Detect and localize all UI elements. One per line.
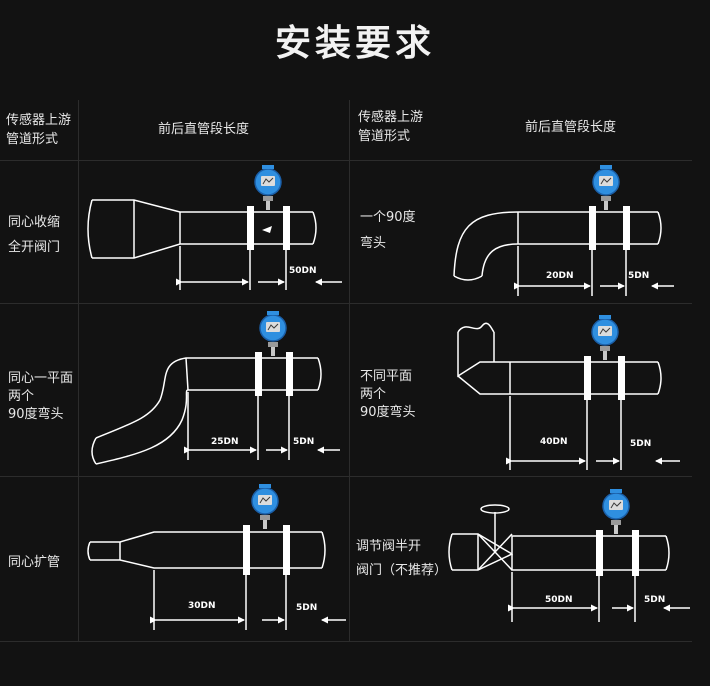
flow-sensor-icon bbox=[592, 164, 620, 211]
row1-left-label: 同心收缩 全开阀门 bbox=[8, 210, 60, 260]
header-line: 管道形式 bbox=[6, 132, 59, 147]
grid-line bbox=[0, 476, 692, 477]
diagram-two-elbows-same-plane bbox=[91, 352, 322, 465]
label-line: 两个 bbox=[8, 389, 35, 404]
label-line: 弯头 bbox=[360, 236, 387, 251]
grid-line bbox=[78, 100, 79, 641]
dim-label-down: 5DN bbox=[644, 595, 665, 605]
label-line: 90度弯头 bbox=[360, 405, 416, 420]
label-line: 同心一平面 bbox=[8, 371, 74, 386]
flow-sensor-icon bbox=[591, 314, 619, 361]
dim-label-down: 5DN bbox=[630, 439, 651, 449]
flow-sensor-icon bbox=[251, 483, 279, 530]
header-line: 管道形式 bbox=[358, 129, 411, 144]
label-line: 90度弯头 bbox=[8, 407, 64, 422]
dim-label-down: 5DN bbox=[293, 437, 314, 447]
label-line: 全开阀门 bbox=[8, 240, 61, 255]
dim-label-down: 5DN bbox=[296, 603, 317, 613]
dim-label-down: 5DN bbox=[628, 271, 649, 281]
header-line: 传感器上游 bbox=[6, 113, 72, 128]
label-line: 同心收缩 bbox=[8, 215, 61, 230]
flow-sensor-icon bbox=[254, 164, 282, 211]
diagram-single-elbow bbox=[453, 206, 662, 296]
header-pipe-type-right: 传感器上游 管道形式 bbox=[358, 108, 423, 146]
grid-line bbox=[0, 303, 692, 304]
label-line: 两个 bbox=[360, 387, 387, 402]
row1-right-label: 一个90度 弯头 bbox=[360, 205, 416, 257]
row3-left-label: 同心扩管 bbox=[8, 552, 60, 574]
label-line: 一个90度 bbox=[360, 210, 416, 225]
dim-label-up: 25DN bbox=[211, 437, 239, 447]
dim-label-down: 50DN bbox=[289, 266, 317, 276]
header-length-right: 前后直管段长度 bbox=[525, 120, 617, 135]
dim-label-up: 30DN bbox=[188, 601, 216, 611]
row2-left-label: 同心一平面 两个 90度弯头 bbox=[8, 370, 73, 424]
dim-label-up: 50DN bbox=[545, 595, 573, 605]
grid-line bbox=[0, 160, 692, 161]
label-line: 不同平面 bbox=[360, 369, 413, 384]
label-line: 调节阀半开 bbox=[356, 539, 422, 554]
label-line: 阀门（不推荐） bbox=[356, 563, 448, 578]
flow-sensor-icon bbox=[259, 310, 287, 357]
label-line: 同心扩管 bbox=[8, 555, 61, 570]
grid-line bbox=[0, 641, 692, 642]
page-title: 安装要求 bbox=[274, 23, 435, 64]
row3-right-label: 调节阀半开 阀门（不推荐） bbox=[356, 535, 447, 583]
dim-label-up: 20DN bbox=[546, 271, 574, 281]
header-line: 传感器上游 bbox=[358, 110, 424, 125]
diagram-control-valve bbox=[448, 504, 670, 622]
header-pipe-type-left: 传感器上游 管道形式 bbox=[6, 111, 71, 149]
row2-right-label: 不同平面 两个 90度弯头 bbox=[360, 368, 416, 422]
header-length-left: 前后直管段长度 bbox=[158, 122, 250, 137]
diagram-reducer bbox=[87, 199, 317, 290]
diagram-two-elbows-different-plane bbox=[457, 322, 662, 470]
dim-label-up: 40DN bbox=[540, 437, 568, 447]
diagram-expander bbox=[87, 525, 326, 630]
grid-line bbox=[349, 100, 350, 641]
flow-sensor-icon bbox=[602, 488, 630, 535]
